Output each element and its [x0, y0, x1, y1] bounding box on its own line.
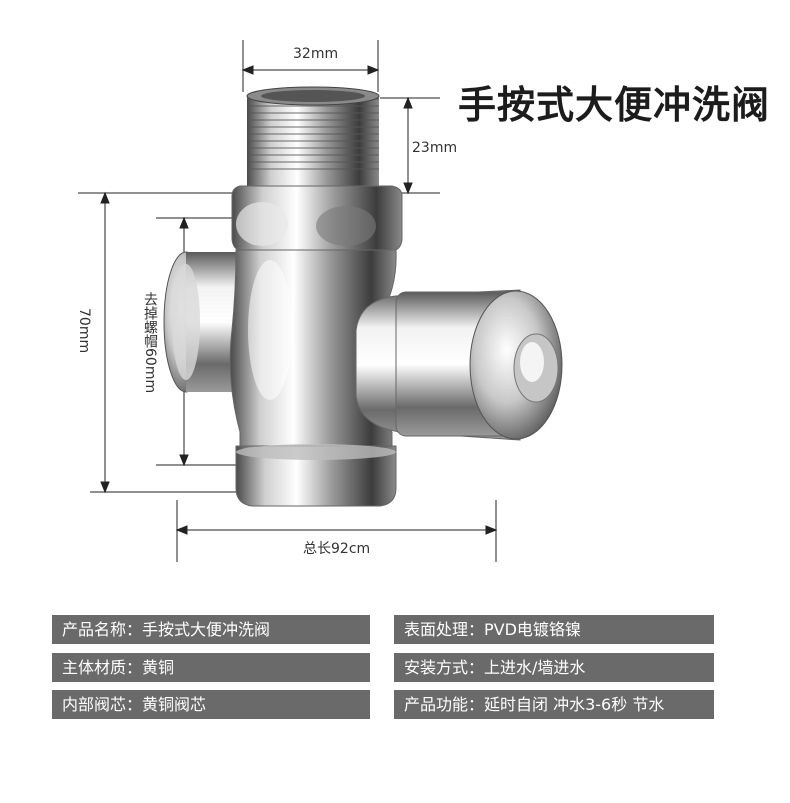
spec-value: 延时自闭 冲水3-6秒 节水: [484, 695, 665, 714]
spec-label: 主体材质：: [62, 658, 143, 677]
spec-value: 上进水/墙进水: [484, 658, 586, 677]
valve-illustration: [163, 86, 563, 507]
label-cap-removed: 去掉螺帽60mm: [142, 292, 158, 394]
spec-item: 表面处理：PVD电镀铬镍: [394, 615, 714, 644]
spec-label: 安装方式：: [404, 658, 485, 677]
spec-label: 产品名称：: [62, 620, 143, 639]
dim-height: [78, 191, 240, 494]
label-pipe-diameter: 32mm: [293, 46, 339, 62]
spec-value: 黄铜: [142, 658, 175, 677]
spec-item: 产品功能：延时自闭 冲水3-6秒 节水: [394, 690, 714, 719]
spec-label: 表面处理：: [404, 620, 485, 639]
valve-diagram: [78, 40, 563, 562]
product-title: 手按式大便冲洗阀: [458, 83, 771, 127]
dim-pipe-diameter: [241, 40, 380, 92]
dim-total-length: [175, 500, 498, 562]
spec-value: 黄铜阀芯: [142, 695, 207, 714]
spec-label: 产品功能：: [404, 695, 485, 714]
label-thread-length: 23mm: [412, 140, 458, 156]
spec-item: 安装方式：上进水/墙进水: [394, 653, 714, 682]
spec-label: 内部阀芯：: [62, 695, 143, 714]
spec-value: PVD电镀铬镍: [484, 620, 581, 639]
label-height: 70mm: [76, 308, 92, 354]
spec-item: 内部阀芯：黄铜阀芯: [52, 690, 370, 719]
spec-value: 手按式大便冲洗阀: [142, 620, 271, 639]
label-total-length: 总长92cm: [303, 541, 371, 557]
spec-item: 产品名称：手按式大便冲洗阀: [52, 615, 370, 644]
spec-item: 主体材质：黄铜: [52, 653, 370, 682]
